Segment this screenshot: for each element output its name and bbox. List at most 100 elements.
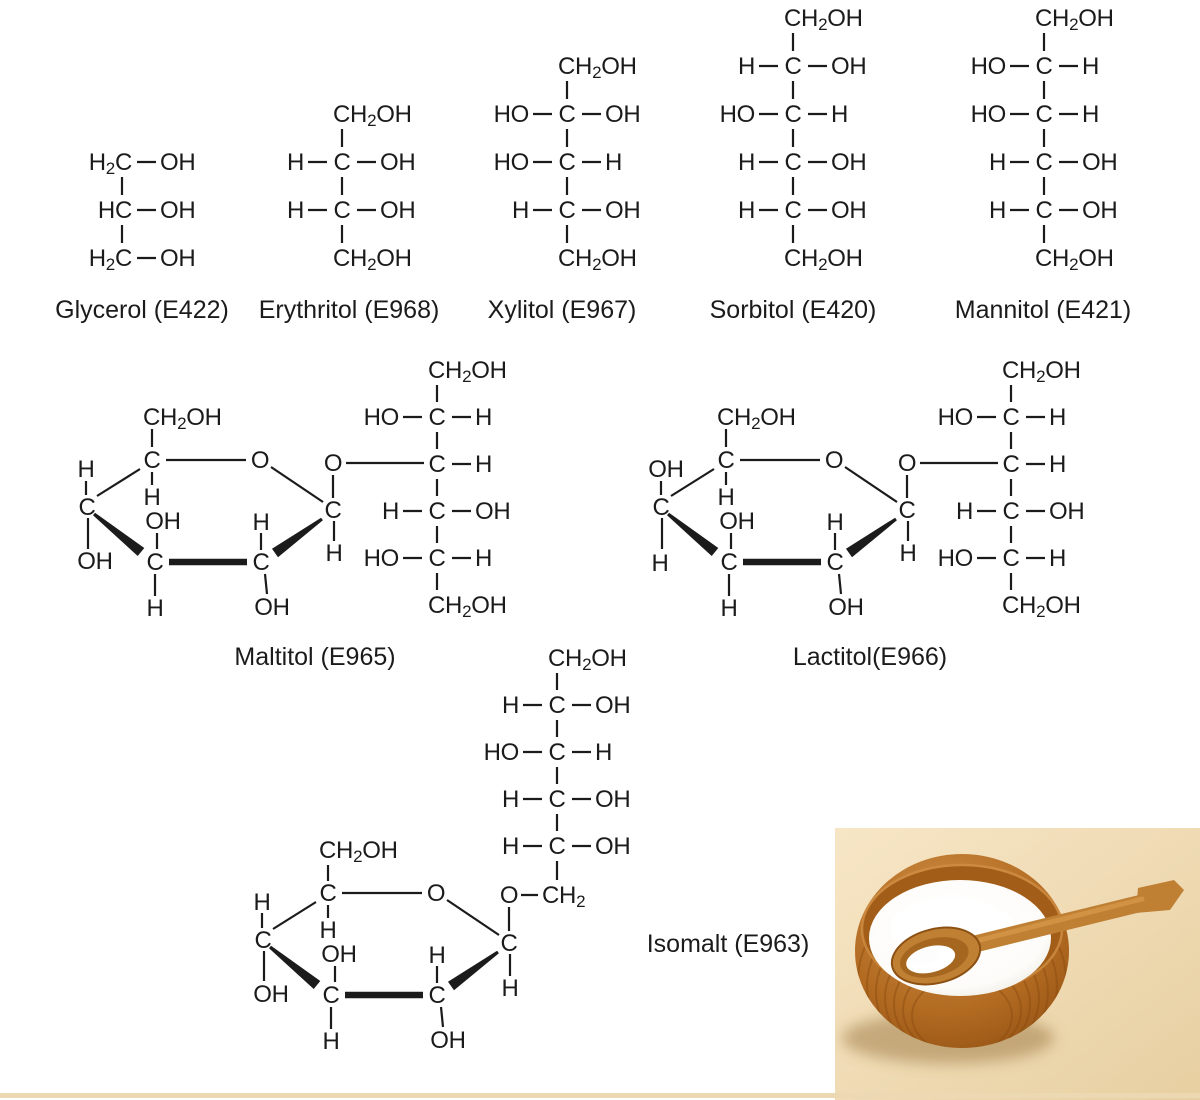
bottom-edge-strip bbox=[0, 1093, 1200, 1098]
atom-label: H bbox=[77, 456, 94, 483]
molecule-label-lactitol: Lactitol(E966) bbox=[793, 643, 947, 671]
atom-label: OH bbox=[719, 508, 754, 535]
atom-label: OH bbox=[380, 149, 415, 176]
atom-label: CH2OH bbox=[1002, 357, 1081, 386]
atom-label: OH bbox=[380, 197, 415, 224]
atom-label: H bbox=[475, 404, 492, 431]
atom-label: H bbox=[428, 942, 445, 969]
atom-label: H bbox=[502, 833, 519, 860]
atom-label: H2C bbox=[89, 149, 132, 178]
atom-label: C bbox=[558, 197, 575, 224]
atom-label: H bbox=[325, 540, 342, 567]
atom-label: OH bbox=[430, 1027, 465, 1054]
atom-label: H bbox=[956, 498, 973, 525]
atom-label: C bbox=[652, 494, 669, 521]
atom-label: OH bbox=[160, 149, 195, 176]
atom-label: C bbox=[898, 497, 915, 524]
atom-label: CH2OH bbox=[428, 592, 507, 621]
atom-label: C bbox=[1002, 451, 1019, 478]
atom-label: H bbox=[831, 101, 848, 128]
atom-label: C bbox=[1002, 498, 1019, 525]
atom-label: OH bbox=[253, 981, 288, 1008]
atom-label: HO bbox=[720, 101, 755, 128]
atom-label: C bbox=[720, 549, 737, 576]
atom-label: C bbox=[558, 149, 575, 176]
atom-label: C bbox=[428, 451, 445, 478]
atom-label: HO bbox=[971, 101, 1006, 128]
atom-label: H bbox=[502, 786, 519, 813]
atom-label: OH bbox=[254, 594, 289, 621]
atom-label: O bbox=[825, 447, 843, 474]
atom-label: C bbox=[146, 549, 163, 576]
atom-label: H bbox=[475, 545, 492, 572]
atom-label: CH2OH bbox=[717, 404, 796, 433]
atom-label: OH bbox=[77, 548, 112, 575]
atom-label: C bbox=[558, 101, 575, 128]
atom-label: CH2OH bbox=[333, 101, 412, 130]
atom-label: CH2 bbox=[542, 882, 585, 911]
atom-label: OH bbox=[595, 833, 630, 860]
atom-label: H2C bbox=[89, 245, 132, 274]
atom-label: OH bbox=[595, 692, 630, 719]
atom-label: C bbox=[548, 739, 565, 766]
atom-label: HO bbox=[494, 101, 529, 128]
atom-label: HO bbox=[484, 739, 519, 766]
atom-label: OH bbox=[828, 594, 863, 621]
atom-label: OH bbox=[648, 456, 683, 483]
atom-label: CH2OH bbox=[1035, 245, 1114, 274]
atom-label: H bbox=[322, 1028, 339, 1055]
atom-label: HO bbox=[364, 404, 399, 431]
wooden-spoon bbox=[890, 880, 1184, 986]
atom-label: C bbox=[784, 149, 801, 176]
atom-label: C bbox=[1035, 101, 1052, 128]
atom-label: H bbox=[826, 509, 843, 536]
atom-label: OH bbox=[321, 941, 356, 968]
atom-label: H bbox=[512, 197, 529, 224]
atom-label: OH bbox=[831, 53, 866, 80]
atom-label: H bbox=[382, 498, 399, 525]
atom-label: HO bbox=[494, 149, 529, 176]
sweetener-bowl-photo bbox=[835, 828, 1200, 1100]
atom-label: CH2OH bbox=[784, 5, 863, 34]
atom-label: C bbox=[322, 982, 339, 1009]
atom-label: OH bbox=[831, 197, 866, 224]
atom-label: OH bbox=[831, 149, 866, 176]
atom-label: C bbox=[333, 149, 350, 176]
atom-label: H bbox=[738, 53, 755, 80]
atom-label: C bbox=[428, 404, 445, 431]
atom-label: O bbox=[324, 450, 342, 477]
atom-label: C bbox=[333, 197, 350, 224]
atom-label: C bbox=[548, 692, 565, 719]
atom-label: C bbox=[428, 982, 445, 1009]
atom-label: H bbox=[989, 149, 1006, 176]
atom-label: H bbox=[287, 197, 304, 224]
atom-label: C bbox=[1002, 404, 1019, 431]
atom-label: HO bbox=[971, 53, 1006, 80]
atom-label: OH bbox=[605, 197, 640, 224]
atom-label: OH bbox=[1082, 197, 1117, 224]
atom-label: OH bbox=[160, 197, 195, 224]
atom-label: H bbox=[605, 149, 622, 176]
atom-label: H bbox=[1049, 545, 1066, 572]
atom-label: C bbox=[428, 498, 445, 525]
atom-label: CH2OH bbox=[1035, 5, 1114, 34]
atom-label: CH2OH bbox=[1002, 592, 1081, 621]
atom-label: C bbox=[548, 833, 565, 860]
atom-label: C bbox=[78, 494, 95, 521]
atom-label: CH2OH bbox=[558, 53, 637, 82]
atom-label: C bbox=[324, 497, 341, 524]
atom-label: CH2OH bbox=[143, 404, 222, 433]
atom-label: H bbox=[989, 197, 1006, 224]
atom-label: OH bbox=[595, 786, 630, 813]
atom-label: C bbox=[717, 447, 734, 474]
atom-label: H bbox=[146, 595, 163, 622]
atom-label: CH2OH bbox=[319, 837, 398, 866]
atom-label: H bbox=[502, 692, 519, 719]
atom-label: OH bbox=[605, 101, 640, 128]
atom-label: H bbox=[720, 595, 737, 622]
atom-label: O bbox=[898, 450, 916, 477]
